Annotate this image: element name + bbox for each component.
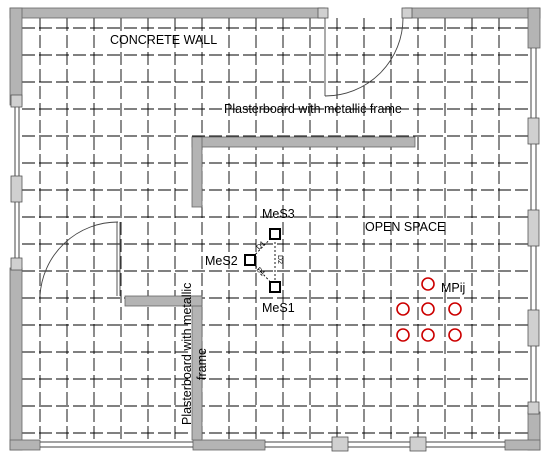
mes1-label: MeS1 xyxy=(262,301,295,315)
left-door-swing xyxy=(39,221,119,297)
plasterboard-walls xyxy=(124,136,416,441)
sensor-mes2 xyxy=(244,254,256,266)
partition-vertical-upper xyxy=(191,136,203,208)
doors xyxy=(39,17,404,297)
d1-lower-label: D1 xyxy=(255,266,266,277)
sensor-mes1 xyxy=(269,281,281,293)
measurement-grid xyxy=(22,18,528,440)
top-door-swing xyxy=(324,17,404,97)
sensor-squares xyxy=(244,228,281,293)
plasterboard-vertical-label: Plasterboard with metallic frame xyxy=(180,283,209,425)
measurement-point xyxy=(421,302,435,316)
concrete-wall-label: CONCRETE WALL xyxy=(110,33,217,47)
mpij-label: MPij xyxy=(441,281,465,295)
measurement-point xyxy=(448,328,462,342)
measurement-points xyxy=(396,277,462,342)
measurement-point xyxy=(448,302,462,316)
partition-horizontal xyxy=(191,136,416,148)
measurement-point xyxy=(421,328,435,342)
wall-top-left xyxy=(9,7,326,19)
plasterboard-top-label: Plasterboard with metallic frame xyxy=(224,102,402,116)
wall-left-upper xyxy=(9,7,23,106)
mes2-label: MeS2 xyxy=(205,254,238,268)
measurement-point xyxy=(396,328,410,342)
concrete-walls xyxy=(9,7,541,451)
sensor-mes3 xyxy=(269,228,281,240)
plasterboard-vertical-line1: Plasterboard with metallic xyxy=(180,283,194,425)
d2-label: D2 xyxy=(276,255,283,264)
measurement-point xyxy=(396,302,410,316)
plasterboard-vertical-line2: frame xyxy=(195,348,209,380)
partition-stub xyxy=(124,295,203,307)
sensor-links xyxy=(249,233,276,288)
wall-bottom-right xyxy=(504,439,541,451)
d1-upper-label: D1 xyxy=(255,240,266,251)
wall-bottom-mid xyxy=(192,439,266,451)
wall-right-upper xyxy=(527,7,541,49)
wall-left-lower xyxy=(9,267,23,451)
wall-bottom-left xyxy=(9,439,41,451)
mes3-label: MeS3 xyxy=(262,207,295,221)
open-space-label: OPEN SPACE xyxy=(365,220,445,234)
measurement-point xyxy=(421,277,435,291)
wall-top-right xyxy=(404,7,541,19)
window-frames xyxy=(10,7,540,452)
